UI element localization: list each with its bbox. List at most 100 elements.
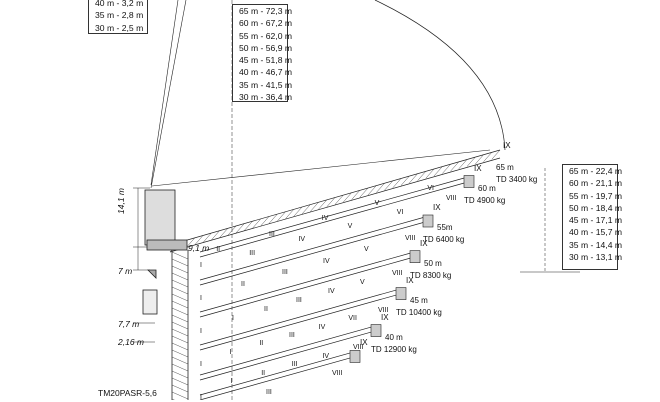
segment-label: IV [318, 323, 326, 331]
segment-label: VIII [378, 307, 389, 315]
jib-tip-label: IX [433, 203, 441, 212]
segment-label: VIII [392, 270, 403, 278]
segment-label: I [200, 262, 202, 269]
pendant-line [151, 149, 491, 187]
jib-tip-label: IX [474, 163, 482, 173]
jib-config-1 [199, 175, 475, 258]
segment-label: I [229, 348, 232, 356]
radius-row: 50 m - 56,9 m [239, 42, 293, 53]
segment-label: IV [328, 288, 335, 296]
radius-row: 30 m - 2,5 m [95, 22, 144, 33]
jib-length-label: 45 m [410, 295, 428, 305]
jib-tip-label: IX [503, 141, 511, 150]
dim-7: 7 m [118, 266, 133, 276]
radius-row: 40 m - 3,2 m [95, 0, 144, 8]
tower-mast [171, 250, 189, 400]
segment-label: IV [323, 257, 330, 265]
dim-9-1: 9,1 m [188, 243, 210, 253]
segment-label: V [374, 200, 380, 208]
radius-row: 55 m - 19,7 m [569, 190, 623, 201]
radius-row: 30 m - 13,1 m [569, 252, 623, 263]
segment-label: I [232, 315, 234, 323]
segment-label: IV [321, 215, 329, 223]
radius-row: 60 m - 21,1 m [569, 178, 623, 189]
base-detail [142, 289, 158, 315]
segment-label: II [259, 340, 264, 348]
segment-label: VIII [353, 344, 364, 352]
radius-row: 45 m - 17,1 m [569, 215, 623, 226]
segment-label: III [266, 388, 272, 396]
segment-label: V [360, 279, 365, 287]
segment-label: VIII [446, 195, 457, 203]
segment-label: V [347, 222, 353, 230]
segment-label: I [200, 394, 202, 401]
segment-label: VII [348, 315, 357, 323]
jib-tip-label: IX [360, 338, 368, 348]
jib-length-label: 50 m [424, 258, 442, 268]
segment-label: III [296, 297, 302, 305]
segment-label: VI [396, 208, 404, 216]
jib-td-label: TD 6400 kg [423, 235, 465, 244]
radius-row: 40 m - 46,7 m [239, 67, 293, 78]
segment-label: VI [427, 184, 435, 192]
jib-tip-label: IX [420, 238, 428, 248]
guy-line-2 [150, 0, 187, 189]
segment-label: II [261, 369, 266, 377]
guy-line-1 [150, 0, 179, 186]
radius-row: 35 m - 14,4 m [569, 239, 623, 250]
dim-7-7: 7,7 m [118, 319, 140, 329]
segment-label: I [200, 361, 202, 368]
jib-config-2 [199, 214, 434, 286]
radius-row: 35 m - 2,8 m [95, 10, 144, 21]
crane-model-label: TM20PASR-5,6 [98, 388, 157, 398]
segment-label: III [249, 250, 256, 258]
jib-length-label: 60 m [478, 183, 496, 193]
jib-config-3 [199, 250, 421, 318]
radius-row: 40 m - 15,7 m [569, 227, 623, 238]
radius-row: 60 m - 67,2 m [239, 18, 293, 29]
radius-row: 50 m - 18,4 m [569, 202, 623, 213]
segment-label: I [230, 378, 233, 386]
jib-config-4 [199, 287, 407, 351]
jib-length-label: 55m [437, 223, 453, 232]
radius-row: 65 m - 22,4 m [569, 166, 623, 176]
segment-label: IV [322, 352, 330, 360]
crane-cab [144, 189, 176, 246]
segment-label: IV [298, 236, 306, 244]
dim-14-1: 14,1 m [116, 188, 126, 214]
segment-label: III [291, 361, 298, 369]
jib-length-label: 40 m [385, 332, 403, 342]
jib-td-label: TD 3400 kg [496, 175, 538, 184]
jib-td-label: TD 12900 kg [371, 344, 417, 354]
jib-config-6 [199, 350, 361, 400]
jib-tip-label: IX [381, 312, 389, 322]
segment-label: II [216, 245, 221, 253]
radius-row: 30 m - 36,4 m [239, 92, 293, 103]
jib-td-label: TD 10400 kg [396, 307, 442, 317]
jib-config-5 [199, 324, 382, 381]
radius-row: 35 m - 41,5 m [239, 79, 293, 90]
segment-label: III [269, 230, 275, 238]
jib-td-label: TD 8300 kg [410, 270, 452, 280]
segment-label: VIII [405, 234, 416, 242]
segment-label: III [289, 332, 295, 340]
segment-label: I [200, 328, 202, 335]
jib-tip-label: IX [406, 275, 414, 285]
dim-2-16: 2,16 m [118, 337, 144, 347]
segment-label: VIII [332, 370, 343, 378]
jib-length-label: 65 m [496, 163, 514, 172]
working-radius-arc [374, 0, 506, 151]
segment-label: II [264, 306, 268, 314]
segment-label: I [200, 295, 202, 302]
segment-label: V [364, 246, 369, 254]
radius-row: 45 m - 51,8 m [239, 55, 293, 66]
radius-row: 65 m - 72,3 m [239, 6, 293, 16]
segment-label: II [241, 280, 245, 288]
radius-row: 55 m - 62,0 m [239, 30, 293, 41]
jib-td-label: TD 4900 kg [464, 195, 506, 205]
segment-label: III [282, 269, 288, 277]
